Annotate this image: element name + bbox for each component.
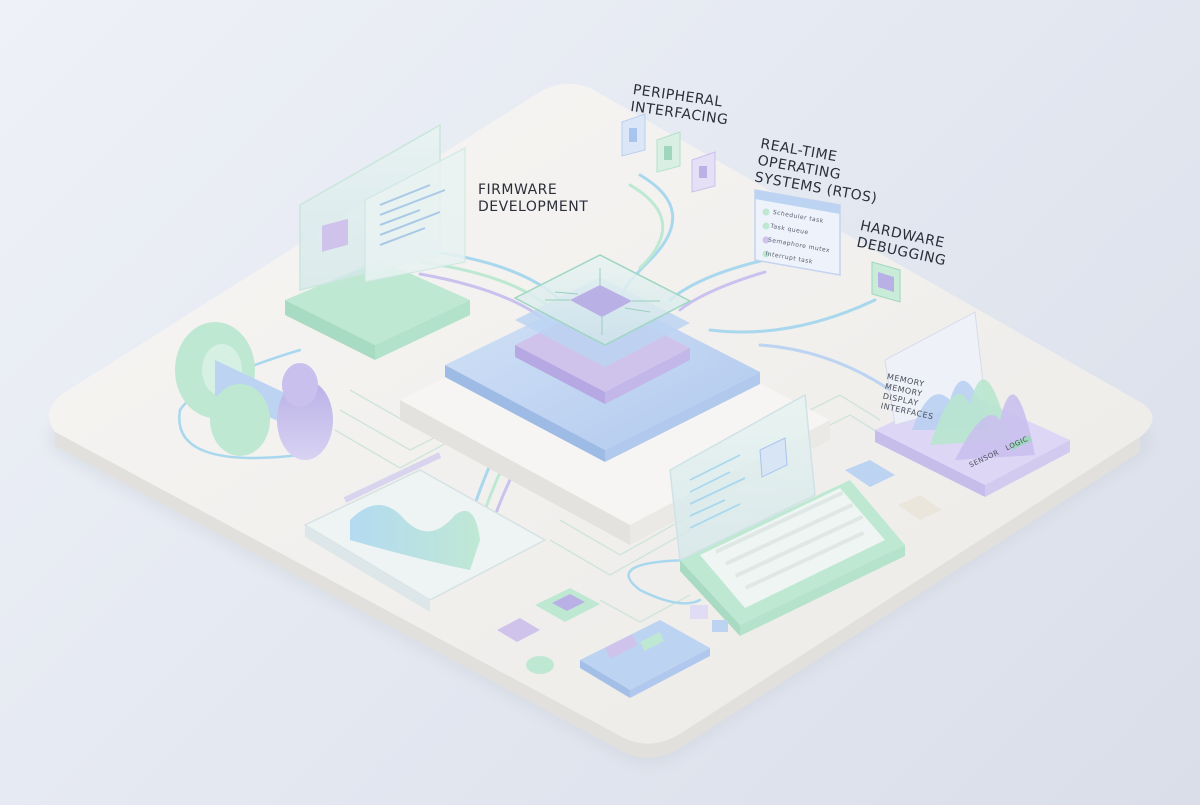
peripheral-icons — [621, 113, 716, 193]
components-cluster — [497, 460, 942, 698]
rtos-task-list: Scheduler task Task queue Semaphore mute… — [764, 206, 836, 272]
label-firmware-development: FIRMWARE DEVELOPMENT — [478, 182, 588, 216]
firmware-station — [285, 123, 470, 360]
memory-display — [875, 311, 1070, 497]
label-line: DEVELOPMENT — [478, 199, 589, 215]
central-microcontroller — [513, 254, 692, 404]
hardware-coupler — [175, 322, 333, 460]
signal-panel — [303, 452, 547, 612]
label-line: FIRMWARE — [478, 182, 558, 198]
laptop — [669, 393, 905, 636]
debug-chip — [871, 261, 901, 303]
rtos-panel — [754, 189, 841, 276]
